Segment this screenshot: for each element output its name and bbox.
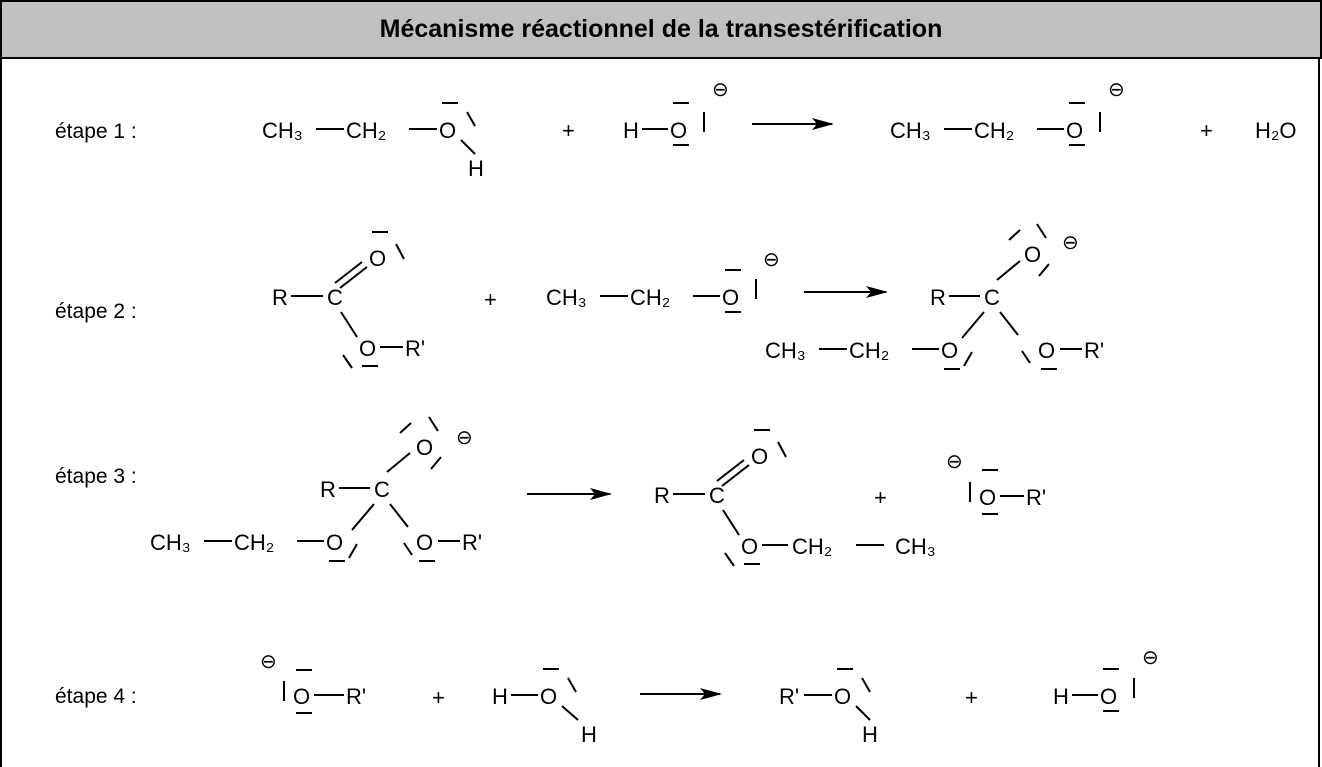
svg-text:CH₂: CH₂ (346, 118, 386, 143)
svg-text:R: R (320, 477, 336, 502)
svg-text:R: R (930, 285, 946, 310)
svg-text:H: H (581, 722, 597, 747)
step-1-label: étape 1 : (55, 120, 137, 143)
svg-text:C: C (709, 483, 725, 508)
svg-text:O: O (722, 285, 739, 310)
step-2-ester: R C O O R' (272, 231, 425, 369)
step-4-product-negative-charge-icon: ⊖ (1142, 647, 1159, 669)
svg-text:R': R' (779, 684, 799, 709)
svg-text:H: H (468, 156, 484, 181)
svg-text:CH₃: CH₃ (765, 338, 806, 363)
step-4-label: étape 4 : (55, 685, 137, 708)
svg-text:O: O (1100, 684, 1117, 709)
svg-text:CH₃: CH₃ (150, 530, 191, 555)
step-4-negative-charge-icon: ⊖ (260, 651, 277, 673)
step-3-ethyl-ester: R C O O CH₂ CH₃ (654, 429, 936, 567)
step-1-plus: + (562, 118, 575, 143)
svg-text:CH₃: CH₃ (890, 118, 931, 143)
svg-text:O: O (741, 534, 758, 559)
step-4-alcohol: R' O H (779, 668, 878, 747)
step-1-plus-2: + (1200, 118, 1213, 143)
page-title: Mécanisme réactionnel de la transestérif… (0, 0, 1322, 59)
svg-text:O: O (1024, 242, 1041, 267)
svg-text:CH₃: CH₃ (546, 285, 587, 310)
svg-text:C: C (327, 285, 343, 310)
svg-text:O: O (941, 338, 958, 363)
svg-text:O: O (751, 444, 768, 469)
svg-text:CH₃: CH₃ (262, 118, 303, 143)
svg-text:O: O (369, 246, 386, 271)
svg-text:R: R (654, 483, 670, 508)
svg-text:O: O (416, 530, 433, 555)
step-1-ethanol: CH₃ CH₂ O H (262, 102, 484, 181)
step-4-plus: + (432, 685, 445, 710)
svg-text:CH₂: CH₂ (792, 534, 832, 559)
step-3-alkoxide: ⊖ O R' (946, 451, 1046, 515)
step-3-negative-charge-icon: ⊖ (456, 427, 473, 449)
svg-text:CH₃: CH₃ (895, 534, 936, 559)
step-2-tetrahedral-intermediate: R C O ⊖ CH₃ CH₂ O O R' (765, 223, 1104, 370)
step-2-plus: + (484, 287, 497, 312)
svg-text:O: O (670, 118, 687, 143)
svg-text:R': R' (346, 684, 366, 709)
step-3-tetrahedral-intermediate: R C O ⊖ CH₃ CH₂ O O R' (150, 416, 482, 562)
svg-text:R': R' (1026, 485, 1046, 510)
svg-text:O: O (540, 684, 557, 709)
step-4-plus-2: + (965, 685, 978, 710)
svg-text:O: O (1038, 338, 1055, 363)
svg-text:H: H (623, 118, 639, 143)
step-3-alkoxide-negative-charge-icon: ⊖ (946, 451, 963, 473)
svg-text:CH₂: CH₂ (849, 338, 889, 363)
svg-text:CH₂: CH₂ (234, 530, 274, 555)
svg-text:R: R (272, 285, 288, 310)
step-2-ethoxide: CH₃ CH₂ O ⊖ (546, 249, 780, 313)
svg-text:R': R' (1084, 338, 1104, 363)
svg-text:H: H (1053, 684, 1069, 709)
svg-text:R': R' (405, 336, 425, 361)
svg-text:C: C (984, 285, 1000, 310)
svg-text:O: O (834, 684, 851, 709)
svg-text:O: O (359, 336, 376, 361)
step-4-alkoxide: ⊖ O R' (260, 651, 366, 714)
svg-text:O: O (416, 435, 433, 460)
step-4-hydroxide: H O ⊖ (1053, 647, 1159, 712)
step-1-product-negative-charge-icon: ⊖ (1108, 79, 1125, 101)
svg-text:CH₂: CH₂ (974, 118, 1014, 143)
step-3-label: étape 3 : (55, 465, 137, 488)
svg-text:R': R' (462, 530, 482, 555)
step-3-plus: + (874, 485, 887, 510)
svg-text:CH₂: CH₂ (630, 285, 670, 310)
step-1-hydroxide: H O ⊖ (623, 79, 729, 146)
step-2-label: étape 2 : (55, 300, 137, 323)
step-1-negative-charge-icon: ⊖ (712, 79, 729, 101)
step-4-water: H O H (492, 668, 597, 747)
step-2-product-negative-charge-icon: ⊖ (1062, 232, 1079, 254)
svg-text:H: H (492, 684, 508, 709)
step-1-ethoxide: CH₃ CH₂ O ⊖ (890, 79, 1125, 146)
svg-text:O: O (979, 485, 996, 510)
svg-text:C: C (374, 477, 390, 502)
svg-text:O: O (1066, 118, 1083, 143)
svg-text:H: H (862, 722, 878, 747)
svg-text:O: O (326, 530, 343, 555)
svg-text:O: O (439, 118, 456, 143)
step-1-water: H₂O (1255, 118, 1297, 143)
step-2-negative-charge-icon: ⊖ (763, 249, 780, 271)
svg-text:O: O (293, 684, 310, 709)
